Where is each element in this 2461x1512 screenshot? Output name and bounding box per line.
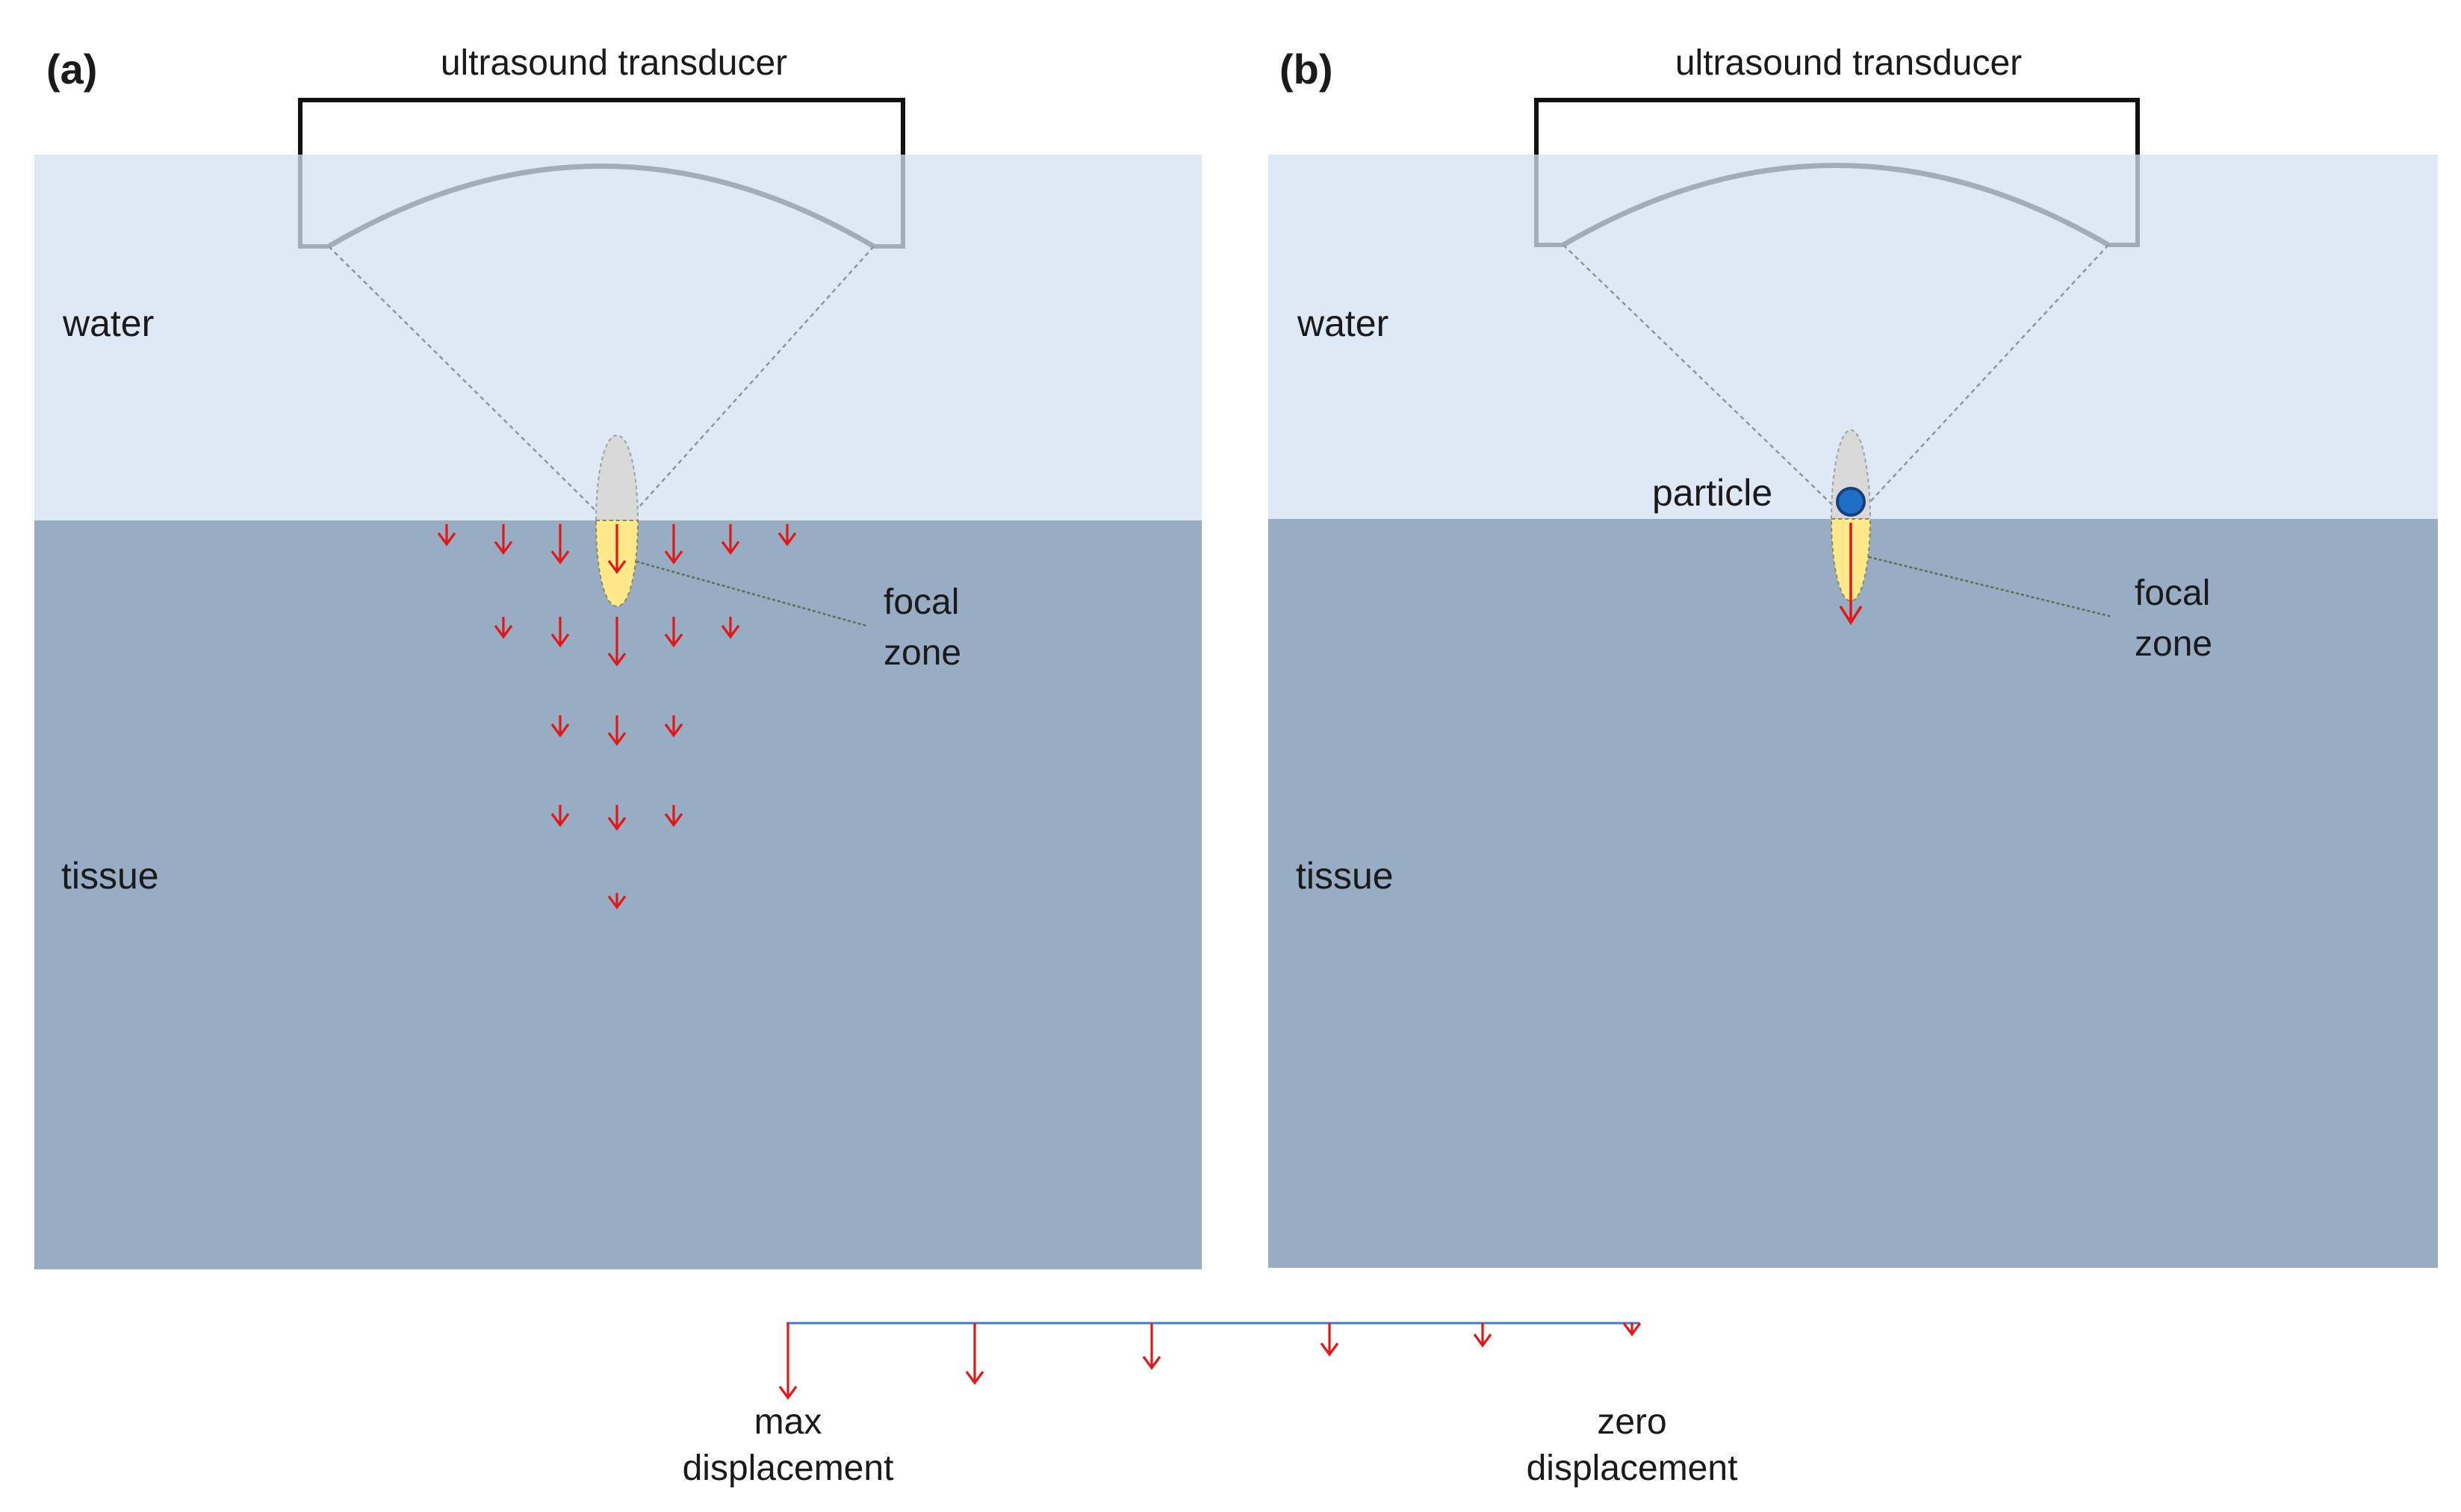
panel-a-displacement-arrow <box>664 524 683 564</box>
scale-arrow <box>1142 1323 1161 1370</box>
panel-b-tissue-label: tissue <box>1296 855 1394 897</box>
scale-zero-label-1: zero <box>1597 1402 1666 1442</box>
panel-b-transducer-bracket <box>1534 98 2140 155</box>
scale-zero-label-2: displacement <box>1527 1449 1738 1488</box>
displacement-scale: max displacement zero displacement <box>683 1322 1738 1488</box>
panel-a-displacement-arrow <box>607 715 627 747</box>
panel-a-focal-pointer <box>636 560 867 627</box>
panel-a-displacement-arrow <box>437 524 456 547</box>
panel-a-displacement-arrow <box>494 524 513 556</box>
panel-b-displacement-arrow <box>1839 523 1863 626</box>
panel-a-label: (a) <box>46 46 97 93</box>
panel-a-displacement-arrow <box>664 617 683 648</box>
panel-b-beam-cone <box>1562 244 2109 523</box>
panel-a-tissue-label: tissue <box>61 855 159 897</box>
panel-a-transducer-label: ultrasound transducer <box>441 43 787 83</box>
panel-a-displacement-arrow <box>550 715 570 738</box>
scale-arrow <box>965 1323 984 1385</box>
panel-a-displacement-arrow <box>721 524 740 556</box>
scale-arrow <box>1473 1323 1492 1348</box>
panel-a: (a) ultrasound transducer focal zone wat… <box>34 43 1202 1269</box>
panel-b-particle-label: particle <box>1652 472 1772 514</box>
panel-b-tissue <box>1268 519 2438 1268</box>
panel-b-transducer-face <box>1562 163 2110 248</box>
panel-b-transducer-label: ultrasound transducer <box>1675 43 2022 83</box>
panel-a-focal-label-1: focal <box>884 582 959 622</box>
panel-a-displacement-arrow <box>607 893 627 909</box>
scale-arrow <box>778 1323 798 1400</box>
panel-a-transducer-bracket <box>298 98 905 155</box>
panel-b-particle <box>1836 487 1866 517</box>
panel-a-beam-cone <box>328 246 875 532</box>
panel-a-focal-zone-water <box>595 434 639 521</box>
scale-max-label-2: displacement <box>683 1449 894 1488</box>
panel-b-focal-label-1: focal <box>2135 573 2210 613</box>
panel-a-transducer-face <box>327 164 875 249</box>
panel-b: (b) ultrasound transducer particle focal… <box>1268 43 2438 1268</box>
panel-a-displacement-field <box>437 524 797 909</box>
scale-arrows <box>778 1322 1642 1400</box>
panel-a-displacement-arrow <box>550 617 570 648</box>
panel-b-focal-label-2: zone <box>2135 624 2212 664</box>
panel-a-focal-label-2: zone <box>884 633 961 673</box>
panel-a-displacement-arrow <box>778 524 797 547</box>
scale-arrow <box>1320 1323 1339 1357</box>
panel-a-displacement-arrow <box>664 715 683 738</box>
panel-a-water-label: water <box>62 302 154 344</box>
panel-a-displacement-arrow <box>607 617 627 667</box>
panel-a-displacement-arrow <box>607 524 627 574</box>
panel-a-displacement-arrow <box>494 617 513 639</box>
panel-b-water-label: water <box>1297 302 1388 344</box>
panel-a-displacement-arrow <box>607 805 627 831</box>
panel-a-transducer-housing <box>298 155 905 249</box>
scale-arrow <box>1622 1322 1642 1337</box>
scale-max-label-1: max <box>754 1402 822 1442</box>
panel-b-transducer-housing <box>1534 155 2140 247</box>
panel-b-label: (b) <box>1279 46 1333 93</box>
panel-a-displacement-arrow <box>550 524 570 564</box>
panel-a-displacement-arrow <box>664 805 683 827</box>
panel-a-displacement-arrow <box>550 805 570 827</box>
panel-a-displacement-arrow <box>721 617 740 639</box>
